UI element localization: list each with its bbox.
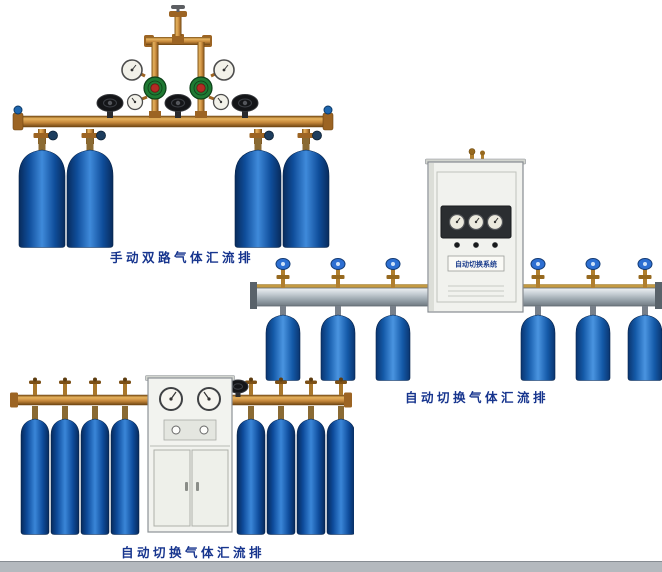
gas-cylinder xyxy=(320,305,356,381)
cabinet-label-plaque xyxy=(447,255,505,272)
auto-switch-manifold-figure: 自动切换系统 xyxy=(250,148,662,388)
rail-bracket xyxy=(655,282,662,309)
top-valve-icon xyxy=(468,148,476,155)
cylinder-valve-icon xyxy=(119,377,131,395)
figure-caption: 自动切换气体汇流排 xyxy=(405,391,550,405)
regulator-icon xyxy=(189,76,213,100)
pressure-gauge-icon xyxy=(486,213,504,231)
indicator-light xyxy=(454,242,460,248)
pressure-gauge-icon xyxy=(212,93,230,111)
gas-cylinder xyxy=(236,405,266,535)
pressure-regulators xyxy=(121,59,235,111)
regulator-icon xyxy=(143,76,167,100)
manual-dual-manifold-figure xyxy=(8,4,338,250)
top-valve-handle-icon xyxy=(171,5,185,9)
end-valve-icon xyxy=(323,105,333,115)
panel-knob xyxy=(171,425,181,435)
gas-cylinder xyxy=(296,405,326,535)
gas-cylinder xyxy=(627,305,662,381)
figure-caption: 自动切换气体汇流排 xyxy=(121,546,266,560)
door-handle xyxy=(196,482,199,491)
cylinder-valve-icon xyxy=(275,377,287,395)
cylinder-valve-icon xyxy=(637,258,653,289)
cylinder-valve-icon xyxy=(305,377,317,395)
cylinder-connectors xyxy=(33,128,322,145)
cylinder-group xyxy=(265,305,662,381)
top-valve-icon xyxy=(480,150,485,156)
auto-switch-manifold-illustration: 自动切换系统 xyxy=(250,148,662,381)
handwheel-icon xyxy=(164,94,192,119)
cylinder-valve-icon xyxy=(335,377,347,395)
cylinder-valve-icon xyxy=(530,258,546,289)
indicator-light xyxy=(473,242,479,248)
auto-switch-manifold-tall-figure xyxy=(8,372,354,544)
pressure-gauge-icon xyxy=(126,93,144,111)
gas-cylinder xyxy=(50,405,80,535)
cylinder-valve-icon xyxy=(59,377,71,395)
cylinder-valve-icon xyxy=(585,258,601,289)
gas-cylinder xyxy=(80,405,110,535)
cylinder-valve-icon xyxy=(385,258,401,289)
auto-switch-manifold-tall-illustration xyxy=(10,375,354,535)
pressure-gauge-icon xyxy=(467,213,485,231)
gas-cylinder xyxy=(575,305,611,381)
cylinder-valve-icon xyxy=(89,377,101,395)
gas-cylinder xyxy=(110,405,140,535)
pressure-gauge-icon xyxy=(197,387,221,411)
cylinder-valve-icon xyxy=(330,258,346,289)
figure-caption: 手动双路气体汇流排 xyxy=(110,251,255,265)
rail-bracket xyxy=(250,282,257,309)
pressure-gauge-icon xyxy=(213,59,235,81)
gas-cylinder xyxy=(265,305,301,381)
gas-cylinder xyxy=(375,305,411,381)
panel-knob xyxy=(199,425,209,435)
pressure-gauge-icon xyxy=(448,213,466,231)
gas-cylinder xyxy=(266,405,296,535)
handwheel-icon xyxy=(231,94,259,119)
gas-cylinder xyxy=(326,405,354,535)
control-cabinet xyxy=(145,375,235,533)
cabinet-label: 自动切换系统 xyxy=(455,260,497,269)
manual-dual-manifold-illustration xyxy=(12,5,334,248)
handwheel-icon xyxy=(96,94,124,119)
cabinet-door xyxy=(153,449,191,527)
handwheel-valves xyxy=(96,94,259,119)
pressure-gauge-icon xyxy=(159,387,183,411)
manifold-pipe xyxy=(12,105,334,131)
gas-cylinder xyxy=(20,405,50,535)
gas-cylinder xyxy=(66,137,114,248)
gas-cylinder xyxy=(18,137,66,248)
page-footer-strip xyxy=(0,561,662,572)
indicator-light xyxy=(492,242,498,248)
gas-cylinder xyxy=(520,305,556,381)
control-panel xyxy=(163,419,217,441)
end-valve-icon xyxy=(13,105,23,115)
cylinder-valve-icon xyxy=(275,258,291,289)
pressure-gauge-icon xyxy=(121,59,143,81)
door-handle xyxy=(185,482,188,491)
control-cabinet: 自动切换系统 xyxy=(425,148,526,313)
cylinder-valve-icon xyxy=(29,377,41,395)
